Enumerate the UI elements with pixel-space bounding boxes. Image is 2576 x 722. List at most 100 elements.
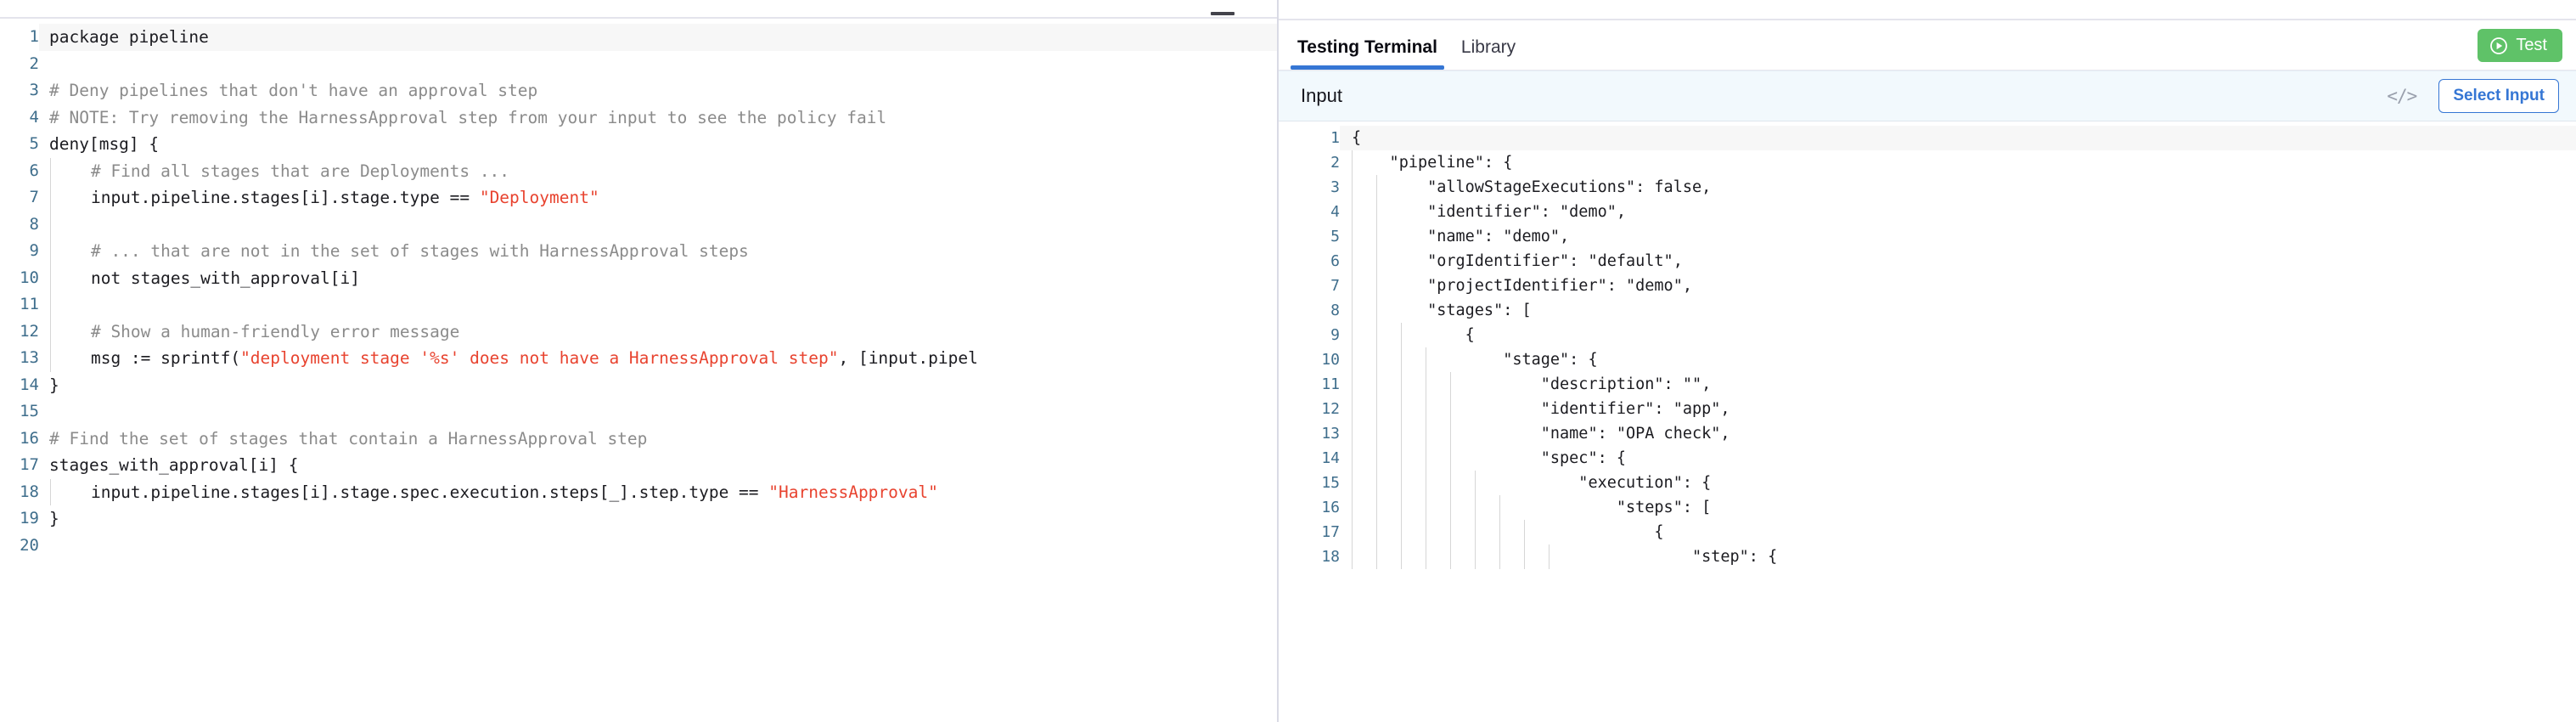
code-line[interactable]: 3# Deny pipelines that don't have an app… bbox=[0, 77, 1277, 104]
json-line[interactable]: 4 "identifier": "demo", bbox=[1279, 200, 2576, 224]
code-line-content: # Deny pipelines that don't have an appr… bbox=[39, 77, 1277, 104]
json-line[interactable]: 1{ bbox=[1279, 126, 2576, 150]
testing-terminal-pane: Testing Terminal Library Test Input </> … bbox=[1279, 0, 2576, 722]
json-line-content: "name": "OPA check", bbox=[1340, 421, 2576, 446]
json-line[interactable]: 15 "execution": { bbox=[1279, 471, 2576, 495]
code-line-content bbox=[39, 211, 1277, 238]
code-line[interactable]: 15 bbox=[0, 398, 1277, 426]
json-text: "name": "OPA check", bbox=[1352, 425, 1730, 443]
code-line-content bbox=[39, 291, 1277, 319]
json-line[interactable]: 12 "identifier": "app", bbox=[1279, 397, 2576, 421]
code-line[interactable]: 9 # ... that are not in the set of stage… bbox=[0, 238, 1277, 265]
code-line[interactable]: 8 bbox=[0, 211, 1277, 238]
code-line-content: } bbox=[39, 505, 1277, 533]
code-line[interactable]: 10 not stages_with_approval[i] bbox=[0, 264, 1277, 291]
line-number: 16 bbox=[20, 428, 39, 448]
json-line[interactable]: 18 "step": { bbox=[1279, 544, 2576, 569]
line-number: 15 bbox=[20, 402, 39, 420]
json-text: "steps": [ bbox=[1352, 499, 1712, 516]
json-line-number: 11 bbox=[1321, 375, 1340, 393]
json-line-content: "step": { bbox=[1340, 544, 2576, 569]
code-line[interactable]: 11 bbox=[0, 291, 1277, 319]
code-line[interactable]: 2 bbox=[0, 51, 1277, 78]
json-line-number: 4 bbox=[1330, 203, 1340, 221]
code-line[interactable]: 16# Find the set of stages that contain … bbox=[0, 426, 1277, 453]
json-line[interactable]: 9 { bbox=[1279, 323, 2576, 347]
json-line[interactable]: 16 "steps": [ bbox=[1279, 495, 2576, 520]
minimize-icon[interactable] bbox=[1211, 12, 1235, 15]
code-line-content: package pipeline bbox=[39, 24, 1277, 51]
code-token-comment: # ... that are not in the set of stages … bbox=[51, 241, 749, 261]
code-token-plain: msg := sprintf( bbox=[51, 348, 241, 368]
code-line[interactable]: 14} bbox=[0, 372, 1277, 399]
indent-guide bbox=[50, 478, 51, 505]
json-line[interactable]: 5 "name": "demo", bbox=[1279, 224, 2576, 249]
code-brackets-icon[interactable]: </> bbox=[2387, 86, 2417, 106]
indent-guide bbox=[50, 184, 51, 212]
json-line-number: 14 bbox=[1321, 449, 1340, 467]
code-line[interactable]: 4# NOTE: Try removing the HarnessApprova… bbox=[0, 104, 1277, 132]
code-line[interactable]: 13 msg := sprintf("deployment stage '%s'… bbox=[0, 345, 1277, 372]
json-text: { bbox=[1352, 129, 1362, 147]
code-line[interactable]: 6 # Find all stages that are Deployments… bbox=[0, 157, 1277, 184]
json-line[interactable]: 6 "orgIdentifier": "default", bbox=[1279, 249, 2576, 274]
json-text: { bbox=[1352, 523, 1664, 541]
json-line-content: "stage": { bbox=[1340, 347, 2576, 372]
json-line-number: 12 bbox=[1321, 400, 1340, 418]
json-line[interactable]: 7 "projectIdentifier": "demo", bbox=[1279, 274, 2576, 298]
tab-testing-terminal[interactable]: Testing Terminal bbox=[1285, 37, 1449, 70]
line-number: 6 bbox=[29, 161, 39, 180]
json-text: "pipeline": { bbox=[1352, 154, 1513, 172]
code-token-plain: , [input.pipel bbox=[838, 348, 978, 368]
json-line[interactable]: 17 { bbox=[1279, 520, 2576, 544]
json-line-number: 16 bbox=[1321, 499, 1340, 516]
line-number: 14 bbox=[20, 375, 39, 394]
json-line-content: "orgIdentifier": "default", bbox=[1340, 249, 2576, 274]
json-line-number: 15 bbox=[1321, 474, 1340, 492]
code-token-string: "HarnessApproval" bbox=[768, 482, 938, 502]
code-token-comment: # Find all stages that are Deployments .… bbox=[51, 161, 510, 181]
json-line-number: 10 bbox=[1321, 351, 1340, 369]
json-text: "execution": { bbox=[1352, 474, 1712, 492]
indent-guide bbox=[50, 211, 51, 238]
line-number: 11 bbox=[20, 295, 39, 313]
json-line-number: 17 bbox=[1321, 523, 1340, 541]
json-line-content: "pipeline": { bbox=[1340, 150, 2576, 175]
json-line[interactable]: 11 "description": "", bbox=[1279, 372, 2576, 397]
json-line[interactable]: 8 "stages": [ bbox=[1279, 298, 2576, 323]
json-line[interactable]: 14 "spec": { bbox=[1279, 446, 2576, 471]
json-line-number: 8 bbox=[1330, 302, 1340, 319]
line-number: 5 bbox=[29, 134, 39, 153]
json-line-content: "identifier": "demo", bbox=[1340, 200, 2576, 224]
line-number: 13 bbox=[20, 348, 39, 367]
editor-topbar bbox=[0, 0, 1277, 19]
code-line[interactable]: 19} bbox=[0, 505, 1277, 533]
code-line-content bbox=[39, 398, 1277, 426]
test-button[interactable]: Test bbox=[2478, 29, 2562, 62]
code-line[interactable]: 18 input.pipeline.stages[i].stage.spec.e… bbox=[0, 478, 1277, 505]
line-number: 18 bbox=[20, 482, 39, 501]
json-line-content: "stages": [ bbox=[1340, 298, 2576, 323]
json-line[interactable]: 10 "stage": { bbox=[1279, 347, 2576, 372]
json-line[interactable]: 3 "allowStageExecutions": false, bbox=[1279, 175, 2576, 200]
code-line-content: msg := sprintf("deployment stage '%s' do… bbox=[39, 345, 1277, 372]
code-line[interactable]: 7 input.pipeline.stages[i].stage.type ==… bbox=[0, 184, 1277, 212]
input-json-viewer[interactable]: 1{2 "pipeline": {3 "allowStageExecutions… bbox=[1279, 121, 2576, 722]
json-line[interactable]: 2 "pipeline": { bbox=[1279, 150, 2576, 175]
json-line-content: { bbox=[1340, 323, 2576, 347]
line-number: 3 bbox=[29, 81, 39, 99]
json-line-number: 7 bbox=[1330, 277, 1340, 295]
line-number: 1 bbox=[29, 27, 39, 46]
code-line[interactable]: 12 # Show a human-friendly error message bbox=[0, 318, 1277, 345]
line-number: 12 bbox=[20, 321, 39, 341]
select-input-button[interactable]: Select Input bbox=[2438, 79, 2559, 113]
code-line[interactable]: 20 bbox=[0, 533, 1277, 560]
code-token-plain: not stages_with_approval[i] bbox=[51, 268, 360, 288]
tab-library[interactable]: Library bbox=[1449, 37, 1527, 70]
json-line[interactable]: 13 "name": "OPA check", bbox=[1279, 421, 2576, 446]
test-button-label: Test bbox=[2516, 36, 2547, 54]
